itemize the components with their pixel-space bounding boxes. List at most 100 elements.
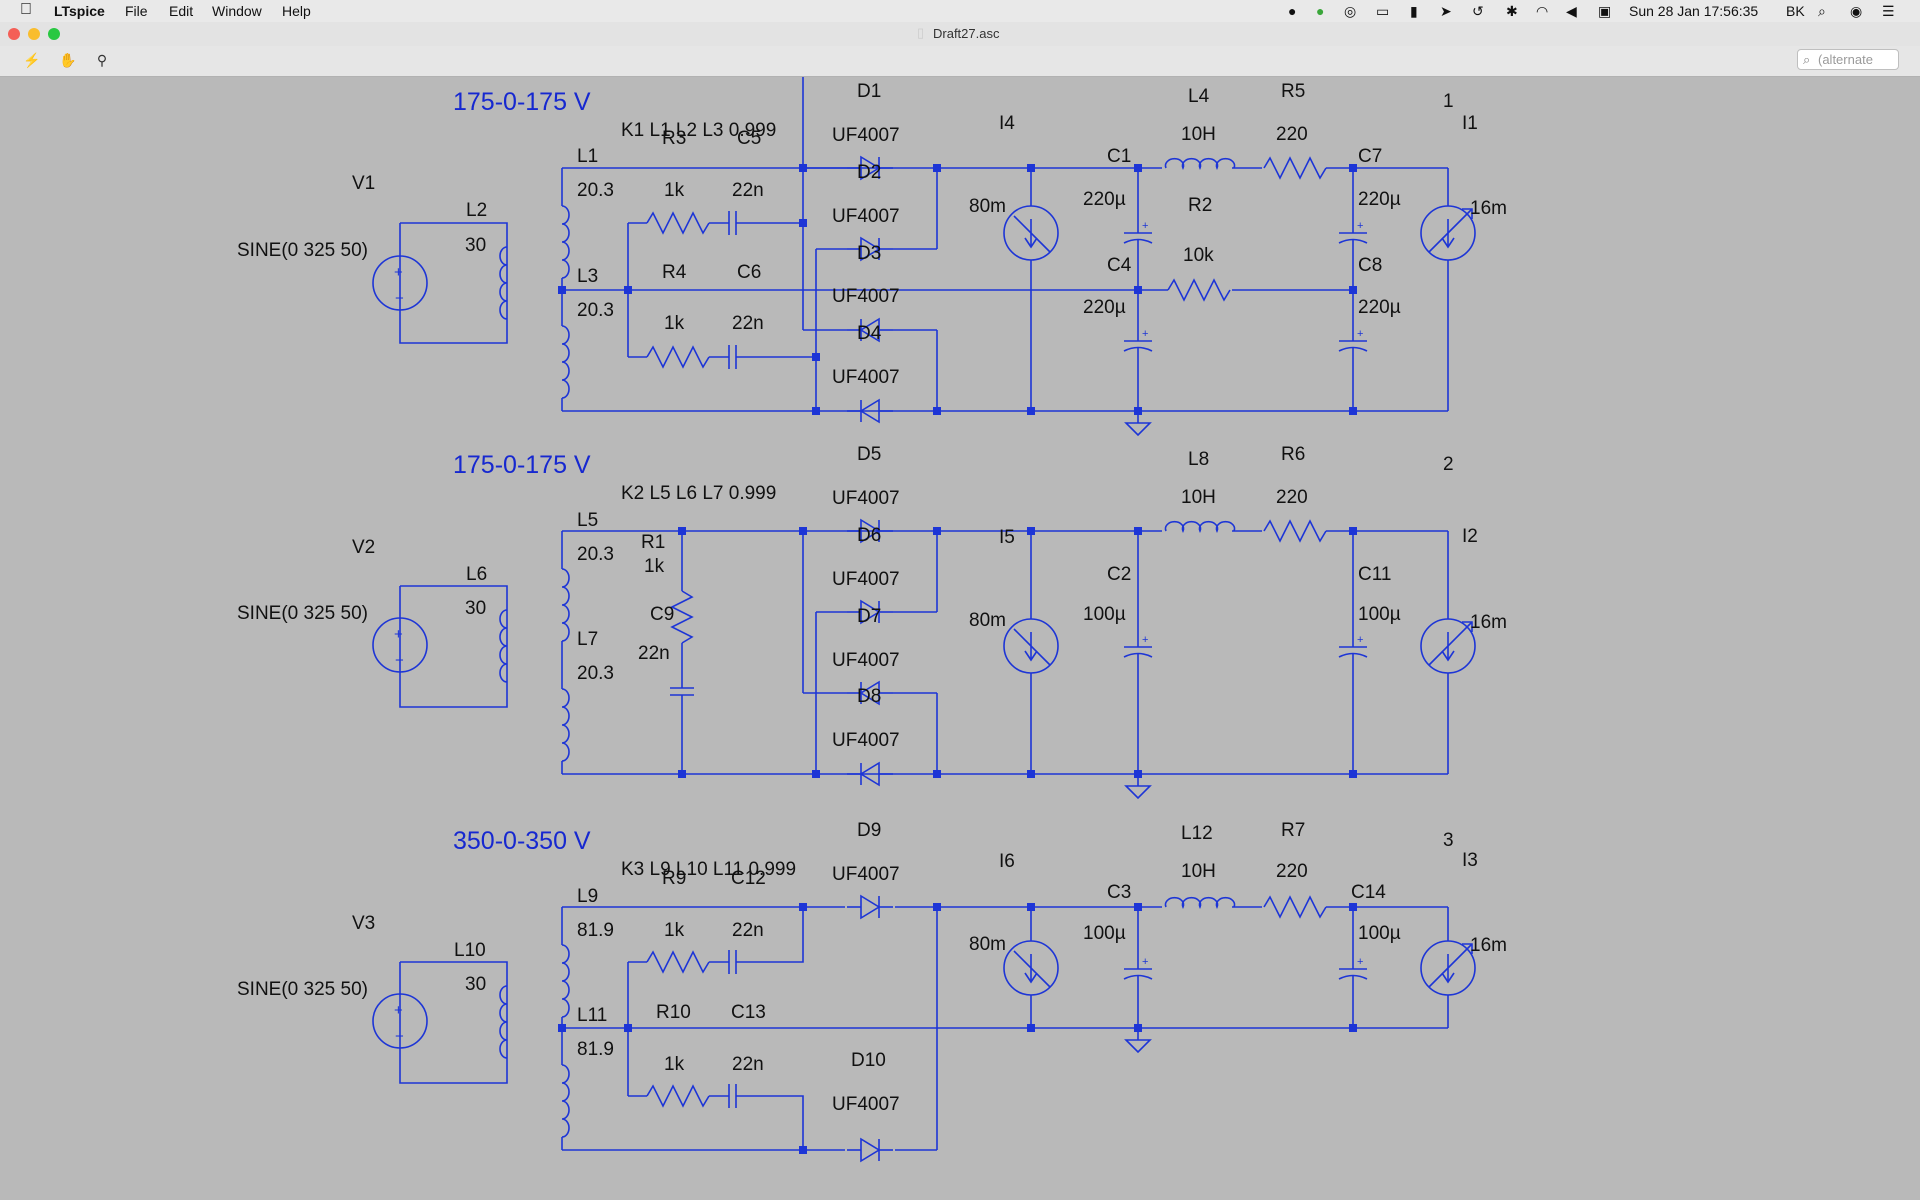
search-input[interactable]: ⌕ (alternate	[1797, 49, 1899, 70]
component-label[interactable]: C9	[650, 604, 674, 625]
inductor-l9[interactable]	[561, 944, 570, 1018]
current-source-i3[interactable]	[1420, 940, 1476, 996]
component-label[interactable]: 10k	[1183, 245, 1214, 266]
comment-section-2[interactable]: 175-0-175 V	[453, 451, 591, 479]
comment-section-1[interactable]: 175-0-175 V	[453, 88, 591, 116]
component-label[interactable]: 2	[1443, 454, 1454, 475]
user-menu[interactable]: BK	[1786, 3, 1805, 19]
close-icon[interactable]	[8, 28, 20, 40]
capacitor-c8[interactable]	[1338, 316, 1368, 374]
component-label[interactable]: 10H	[1181, 487, 1216, 508]
current-source-i1[interactable]	[1420, 205, 1476, 261]
capacitor-c14[interactable]	[1338, 944, 1368, 1002]
component-label[interactable]: C12	[731, 868, 766, 889]
component-label[interactable]: V3	[352, 913, 375, 934]
component-label[interactable]: 220	[1276, 487, 1308, 508]
menu-window[interactable]: Window	[212, 3, 262, 19]
component-label[interactable]: 81.9	[577, 920, 614, 941]
component-label[interactable]: L10	[454, 940, 486, 961]
component-label[interactable]: L3	[577, 266, 598, 287]
component-label[interactable]: I4	[999, 113, 1015, 134]
component-label[interactable]: 80m	[969, 934, 1006, 955]
resistor-r4[interactable]	[646, 346, 710, 368]
inductor-l3[interactable]	[561, 325, 570, 399]
resistor-r9[interactable]	[646, 951, 710, 973]
component-label[interactable]: C7	[1358, 146, 1382, 167]
component-label[interactable]: R6	[1281, 444, 1305, 465]
component-label[interactable]: D4	[857, 323, 882, 344]
component-label[interactable]: 22n	[732, 1054, 764, 1075]
component-label[interactable]: C4	[1107, 255, 1132, 276]
location-icon[interactable]: ➤	[1440, 3, 1452, 19]
inductor-l1[interactable]	[561, 205, 570, 279]
component-label[interactable]: L8	[1188, 449, 1209, 470]
component-label[interactable]: 100µ	[1358, 923, 1401, 944]
apple-icon[interactable]: 	[20, 1, 32, 19]
circuit-3[interactable]	[372, 895, 1476, 1162]
probe-icon[interactable]: ⚲	[96, 52, 108, 68]
circuit-2[interactable]	[372, 519, 1476, 799]
component-label[interactable]: 22n	[732, 180, 764, 201]
volume-icon[interactable]: ◀	[1566, 3, 1577, 19]
component-label[interactable]: D2	[857, 162, 881, 183]
component-label[interactable]: 20.3	[577, 180, 614, 201]
component-label[interactable]: 1k	[644, 556, 665, 577]
component-label[interactable]: 81.9	[577, 1039, 614, 1060]
display-icon[interactable]: ▭	[1376, 3, 1390, 19]
component-label[interactable]: 220µ	[1358, 297, 1401, 318]
component-label[interactable]: 220µ	[1083, 297, 1126, 318]
spotlight-icon[interactable]: ⌕	[1818, 3, 1826, 19]
component-label[interactable]: UF4007	[832, 864, 900, 885]
component-label[interactable]: R7	[1281, 820, 1305, 841]
component-label[interactable]: R3	[662, 128, 686, 149]
component-label[interactable]: D1	[857, 81, 881, 102]
wifi-icon[interactable]: ◠	[1536, 3, 1549, 19]
minimize-icon[interactable]	[28, 28, 40, 40]
component-label[interactable]: I2	[1462, 526, 1478, 547]
component-label[interactable]: 1k	[664, 1054, 685, 1075]
component-label[interactable]: L7	[577, 629, 598, 650]
zoom-icon[interactable]	[48, 28, 60, 40]
component-label[interactable]: C1	[1107, 146, 1131, 167]
capacitor-c5[interactable]	[708, 210, 757, 236]
component-label[interactable]: 100µ	[1083, 923, 1126, 944]
component-label[interactable]: 100µ	[1358, 604, 1401, 625]
component-label[interactable]: R4	[662, 262, 687, 283]
component-label[interactable]: R10	[656, 1002, 691, 1023]
component-label[interactable]: 220µ	[1083, 189, 1126, 210]
menu-help[interactable]: Help	[282, 3, 311, 19]
spice-directive-k1[interactable]: K1 L1 L2 L3 0.999	[621, 120, 776, 141]
time-machine-icon[interactable]: ↺	[1472, 3, 1484, 19]
component-label[interactable]: 220	[1276, 124, 1308, 145]
component-label[interactable]: 1	[1443, 91, 1454, 112]
component-label[interactable]: 100µ	[1083, 604, 1126, 625]
current-source-i4[interactable]	[1003, 205, 1059, 261]
component-label[interactable]: 30	[465, 598, 486, 619]
component-label[interactable]: 22n	[638, 643, 670, 664]
component-label[interactable]: D8	[857, 686, 881, 707]
component-label[interactable]: 22n	[732, 920, 764, 941]
run-icon[interactable]: ⚡	[23, 52, 41, 68]
component-label[interactable]: UF4007	[832, 1094, 900, 1115]
component-label[interactable]: D6	[857, 525, 881, 546]
current-source-i2[interactable]	[1420, 618, 1476, 674]
capacitor-c11[interactable]	[1338, 622, 1368, 680]
component-label[interactable]: L9	[577, 886, 598, 907]
component-label[interactable]: C5	[737, 128, 761, 149]
notification-center-icon[interactable]: ☰	[1882, 3, 1895, 19]
component-label[interactable]: V2	[352, 537, 375, 558]
component-label[interactable]: D3	[857, 243, 881, 264]
component-label[interactable]: UF4007	[832, 569, 900, 590]
component-label[interactable]: I5	[999, 527, 1015, 548]
component-label[interactable]: 20.3	[577, 663, 614, 684]
hand-icon[interactable]: ✋	[59, 52, 77, 68]
component-label[interactable]: D7	[857, 606, 881, 627]
menu-file[interactable]: File	[125, 3, 148, 19]
clock[interactable]: Sun 28 Jan 17:56:35	[1629, 3, 1759, 19]
component-label[interactable]: R5	[1281, 81, 1305, 102]
capacitor-c12[interactable]	[708, 949, 757, 975]
inductor-l6[interactable]	[499, 609, 508, 683]
component-label[interactable]: 22n	[732, 313, 764, 334]
current-source-i5[interactable]	[1003, 618, 1059, 674]
component-label[interactable]: C6	[737, 262, 761, 283]
